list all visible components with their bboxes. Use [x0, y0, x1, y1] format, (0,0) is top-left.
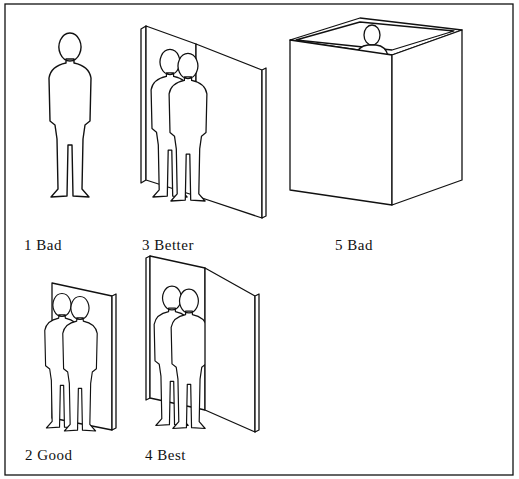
- person: [49, 33, 91, 197]
- person: [169, 53, 207, 201]
- person: [63, 297, 97, 431]
- figure-two-panels: [141, 26, 266, 218]
- panel-edge: [112, 294, 116, 430]
- outer-frame: [5, 4, 513, 475]
- box-side: [290, 40, 392, 205]
- panel-edge: [141, 26, 146, 183]
- figure-caption: 4 Best: [145, 446, 186, 464]
- figure-caption: 2 Good: [25, 446, 73, 464]
- figure-single-panel: [45, 283, 116, 431]
- person-head: [364, 25, 380, 45]
- panel-edge: [255, 294, 259, 432]
- panel-edge: [262, 68, 266, 218]
- person: [171, 289, 207, 428]
- panel: [205, 268, 255, 432]
- figure-caption: 5 Bad: [335, 236, 373, 254]
- box-side: [392, 30, 462, 205]
- figure-person-alone: [49, 33, 91, 197]
- figure-caption: 3 Better: [142, 236, 194, 254]
- figure-closed-box: [290, 18, 462, 205]
- figure-three-panels: [146, 256, 259, 432]
- figure-caption: 1 Bad: [24, 236, 62, 254]
